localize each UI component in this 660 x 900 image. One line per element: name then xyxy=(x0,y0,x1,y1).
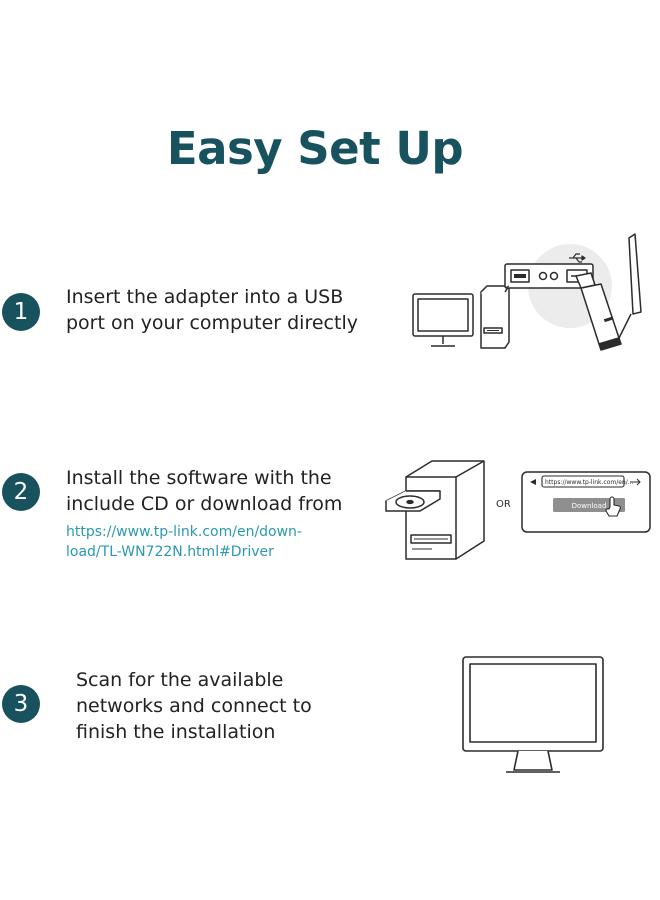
step-text-line: finish the installation xyxy=(76,721,276,743)
link-line: https://www.tp-link.com/en/down- xyxy=(66,524,302,540)
step-text-line: Insert the adapter into a USB xyxy=(66,286,344,308)
cd-download-illustration: OR https://www.tp-link.com/en/... Downlo… xyxy=(385,460,651,560)
usb-symbol-icon xyxy=(569,253,586,263)
step-text-line: include CD or download from xyxy=(66,493,343,515)
step-text-line: Install the software with the xyxy=(66,467,332,489)
or-label: OR xyxy=(496,499,511,510)
hand-cursor-icon xyxy=(605,496,621,517)
antenna-icon xyxy=(628,233,642,315)
step-text-line: port on your computer directly xyxy=(66,312,358,334)
step-1-description: Insert the adapter into a USB port on yo… xyxy=(66,284,358,336)
monitor-illustration xyxy=(462,656,604,773)
link-line: load/TL-WN722N.html#Driver xyxy=(66,544,274,560)
pc-tower-cd-icon xyxy=(385,460,485,560)
step-number-badge: 1 xyxy=(2,293,40,331)
step-3-description: Scan for the available networks and conn… xyxy=(76,667,312,745)
computer-usb-illustration xyxy=(412,233,642,351)
step-text-line: Scan for the available xyxy=(76,669,284,691)
page-title: Easy Set Up xyxy=(166,122,464,175)
step-number-badge: 2 xyxy=(2,473,40,511)
usb-adapter-icon xyxy=(575,233,642,351)
step-text-line: networks and connect to xyxy=(76,695,312,717)
driver-download-link[interactable]: https://www.tp-link.com/en/down- load/TL… xyxy=(66,522,302,562)
browser-window-icon: https://www.tp-link.com/en/... Download xyxy=(521,471,651,533)
step-number-badge: 3 xyxy=(2,685,40,723)
browser-url: https://www.tp-link.com/en/... xyxy=(545,479,634,486)
step-2-description: Install the software with the include CD… xyxy=(66,465,342,517)
download-label: Download xyxy=(572,502,607,510)
